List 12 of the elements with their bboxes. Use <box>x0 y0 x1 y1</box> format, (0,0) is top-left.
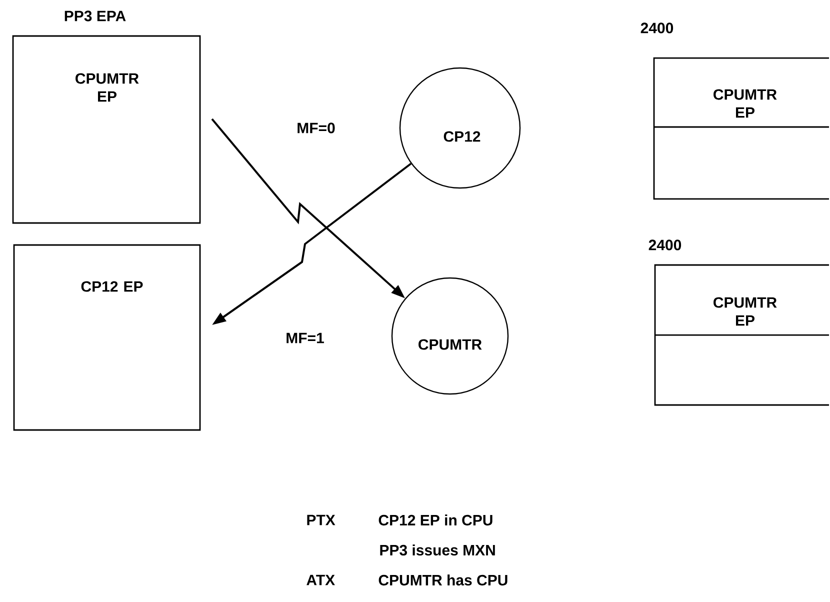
signal-label: MF=1 <box>286 332 324 344</box>
note-text: CP12 EP in CPU <box>378 514 492 526</box>
note-text: PP3 issues MXN <box>380 544 495 556</box>
note-text: CPUMTR has CPU <box>378 574 508 586</box>
signal-label: MF=0 <box>298 122 335 134</box>
split-box: 2400 CPUMTR EP <box>640 22 829 200</box>
node-label: PP3 EPA <box>64 10 126 22</box>
note-text: PTX <box>307 514 336 526</box>
process-box: PP3 EPA CPUMTR EP <box>12 10 201 224</box>
process-box: CP12 EP <box>13 244 201 431</box>
note-text: ATX <box>306 574 335 586</box>
split-box: 2400 CPUMTR EP <box>648 240 829 406</box>
